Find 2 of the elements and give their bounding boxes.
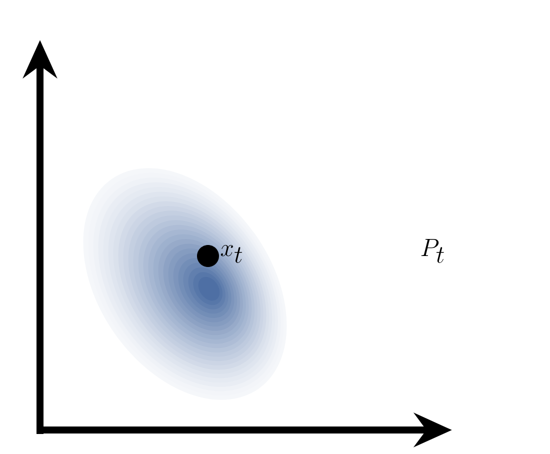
math-label: $P_t$ <box>421 239 444 263</box>
math-label: $x_t$ <box>220 245 242 263</box>
